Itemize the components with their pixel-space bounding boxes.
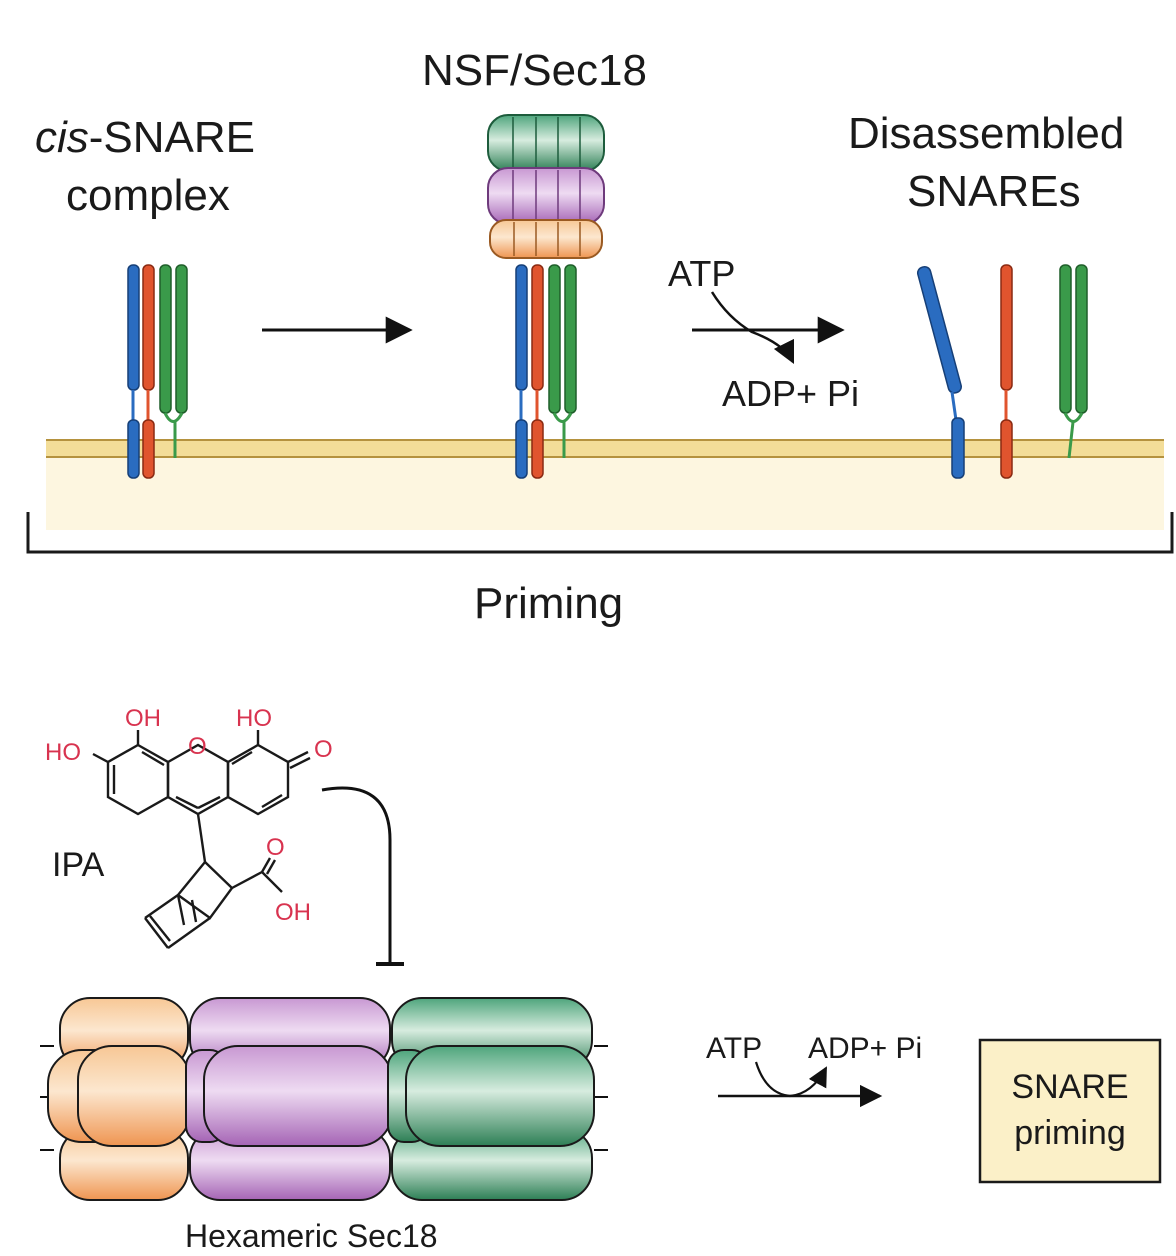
- snare-priming-box: [978, 1038, 1162, 1184]
- snare-priming-line1: SNARE: [1011, 1068, 1128, 1106]
- nsf-bound-snare-complex: [515, 264, 577, 479]
- cis-snare-label-line2: complex: [66, 171, 230, 220]
- cis-snare-label: cis-SNARE: [35, 113, 255, 162]
- nsf-hexamer: [487, 114, 605, 259]
- hexameric-sec18: [40, 997, 608, 1201]
- adp-label-bottom: ADP+ Pi: [808, 1032, 922, 1065]
- inhibition-line: [321, 786, 392, 962]
- atp-hydrolysis-arrow-bottom: [718, 1061, 883, 1108]
- chem-ketone-o: O: [314, 736, 333, 763]
- disassembled-label-line1: Disassembled: [848, 109, 1124, 158]
- nsf-label: NSF/Sec18: [422, 46, 647, 95]
- chem-ho-left: HO: [45, 739, 81, 766]
- snare-priming-line2: priming: [1014, 1114, 1125, 1152]
- chem-acid-oh: OH: [275, 899, 311, 926]
- cis-rest: -SNARE: [89, 113, 255, 162]
- ipa-label: IPA: [52, 846, 105, 884]
- chem-oh-top-left: OH: [125, 705, 161, 732]
- hexameric-sec18-label: Hexameric Sec18: [185, 1218, 438, 1254]
- atp-hydrolysis-arrow-top: [692, 291, 845, 365]
- membrane: [46, 439, 1164, 530]
- disassembled-snares: [916, 264, 1088, 479]
- chem-acid-o: O: [266, 834, 285, 861]
- cis-italic: cis: [35, 113, 89, 162]
- chem-ring-o: O: [188, 733, 207, 760]
- adp-label-top: ADP+ Pi: [722, 373, 859, 414]
- cis-snare-complex: [127, 264, 188, 479]
- priming-bracket: [26, 512, 1174, 554]
- chem-ho-top-right: HO: [236, 705, 272, 732]
- ipa-structure: [92, 730, 311, 949]
- disassembled-label-line2: SNAREs: [907, 167, 1081, 216]
- priming-label: Priming: [474, 579, 623, 628]
- atp-label-top: ATP: [668, 253, 735, 294]
- atp-label-bottom: ATP: [706, 1032, 762, 1065]
